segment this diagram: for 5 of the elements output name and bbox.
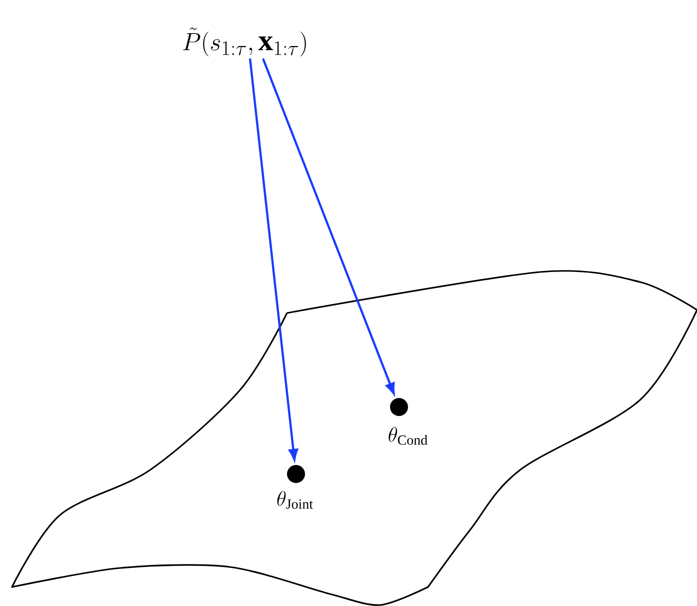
formula-label: $\tilde{P}(s_{1:\tau},\mathbf{x}_{1:\tau})$ xyxy=(183,28,306,56)
point-dot xyxy=(287,465,305,483)
point-label: $\theta_{\mathrm{Cond}}$ xyxy=(388,427,428,445)
point-label: $\theta_{\mathrm{Joint}}$ xyxy=(277,491,313,509)
point-dot xyxy=(390,398,408,416)
